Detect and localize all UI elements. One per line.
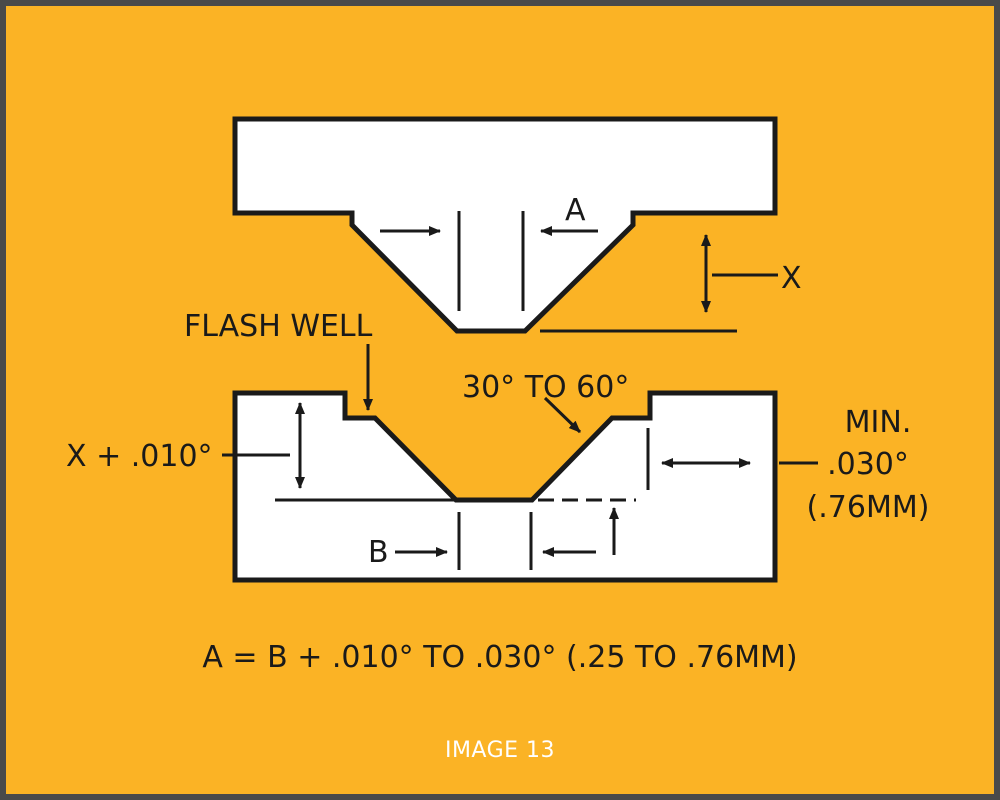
label-a: A (565, 193, 586, 228)
label-min-line1: MIN. (845, 405, 912, 440)
label-x: X (781, 261, 802, 296)
label-x-plus: X + .010° (66, 439, 213, 474)
upper-mold-part (232, 116, 778, 334)
label-min-line3: (.76MM) (807, 490, 930, 525)
label-flash-well: FLASH WELL (184, 309, 373, 344)
formula-text: A = B + .010° TO .030° (.25 TO .76MM) (202, 640, 797, 675)
label-min-line2: .030° (827, 447, 909, 482)
lower-mold-part (232, 390, 778, 583)
angle-arrow (543, 396, 582, 434)
label-b: B (368, 535, 389, 570)
caption-text: IMAGE 13 (445, 738, 555, 763)
